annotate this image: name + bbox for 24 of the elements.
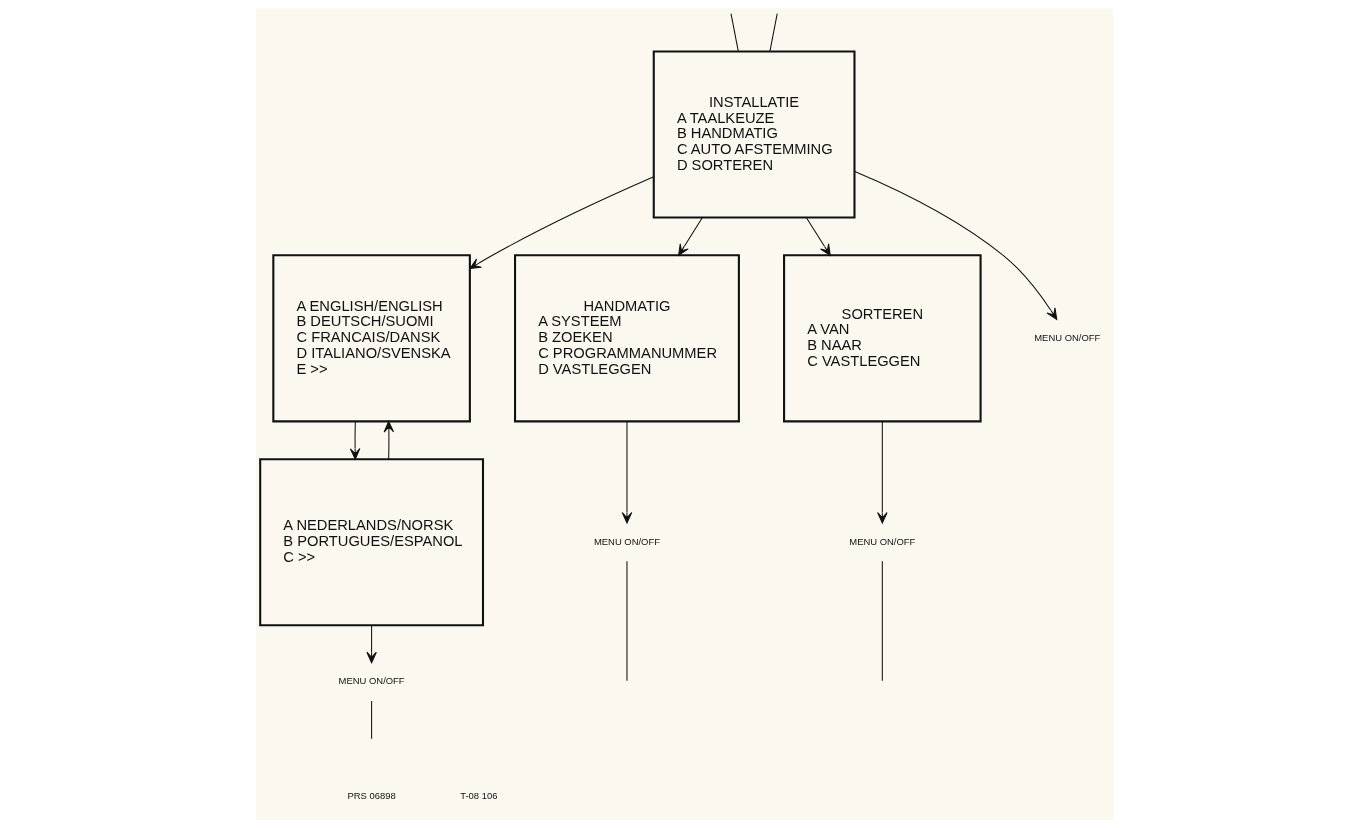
label: PRS 06898 <box>346 789 396 801</box>
arrow <box>677 217 703 256</box>
arrow <box>365 624 377 664</box>
arrow <box>853 170 1057 320</box>
connector <box>768 13 778 52</box>
arrow <box>349 420 360 460</box>
arrow <box>383 420 394 460</box>
node-box: HANDMATIG A SYSTEEM B ZOEKEN C PROGRAMMANUMMER D VASTLEGGEN <box>513 254 740 423</box>
arrow <box>621 420 632 524</box>
node-box: A ENGLISH/ENGLISH B DEUTSCH/SUOMI C FRANCAIS/DANSK D ITALIANO/SVENSKA E >> <box>271 254 471 423</box>
node-box: A NEDERLANDS/NORSK B PORTUGUES/ESPANOL C >> <box>258 458 484 627</box>
connector <box>730 13 739 52</box>
node-text: MENU ON/OFF <box>338 675 405 687</box>
arrow <box>805 217 831 256</box>
node-box: SORTEREN A VAN B NAAR C VASTLEGGEN <box>782 254 982 423</box>
connector <box>370 700 372 740</box>
label: T-08 106 <box>459 789 497 801</box>
node-text: MENU ON/OFF <box>593 535 660 547</box>
node-text: MENU ON/OFF <box>1033 331 1100 343</box>
node-text: MENU ON/OFF <box>848 535 915 547</box>
arrow <box>469 176 654 270</box>
node-box: INSTALLATIE A TAALKEUZE B HANDMATIG C AUTO AFSTEMMING D SORTEREN <box>652 50 856 219</box>
connector <box>881 560 883 682</box>
arrow <box>876 420 888 524</box>
